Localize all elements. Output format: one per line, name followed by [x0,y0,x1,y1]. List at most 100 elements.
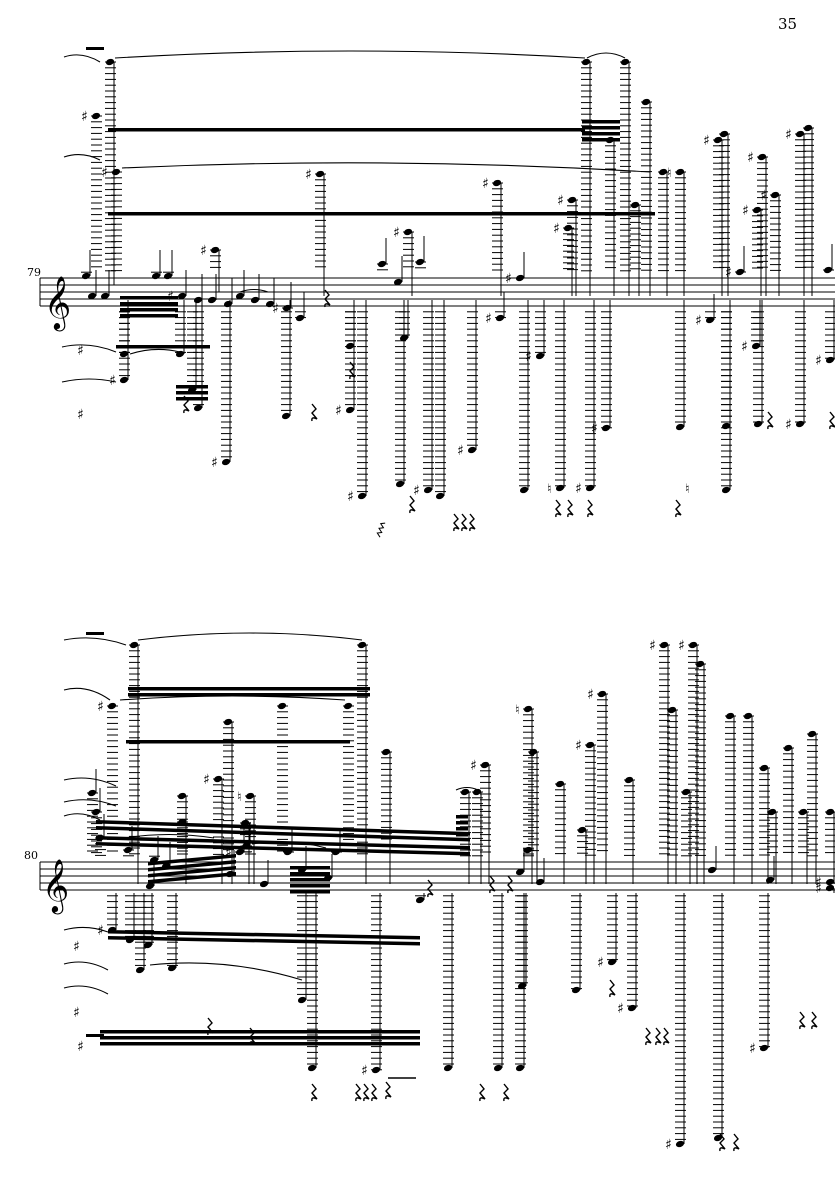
sharp-icon: ♯ [815,353,822,369]
slur [455,786,479,791]
beam [96,842,470,856]
sharp-icon: ♯ [97,923,104,939]
note-head [721,486,731,494]
rest-icon [799,1011,806,1030]
sharp-icon: ♯ [77,343,84,359]
note-head [681,788,691,796]
note-head [705,316,715,324]
beam [108,128,585,132]
sharp-icon: ♯ [101,165,108,181]
slur [61,344,117,353]
sharp-icon: ♯ [470,758,477,774]
note-head [135,966,145,974]
beam [116,345,210,349]
rest-icon [363,1083,370,1102]
natural-icon: ♮ [547,482,552,497]
note-head [235,848,245,856]
beam [96,836,470,850]
slur [63,687,111,701]
note-head [555,484,565,492]
note-head [523,705,533,713]
beam [582,120,620,124]
note-head [357,641,367,649]
notes-system-79: ♯♯♯♯♯♯♯♮♯♯♯♯♯♯♯♯♯♯♯♯♯♯♯♯♯♯♯♮♯♯♯♯♯♮♯♯ [61,47,835,538]
note-head [752,206,762,214]
sharp-icon: ♯ [73,1005,80,1021]
note-head [795,420,805,428]
slur [63,961,109,971]
sharp-icon: ♯ [272,301,279,317]
beam [100,1030,420,1034]
sharp-icon: ♯ [575,481,582,497]
beam [148,860,236,872]
note-head [641,98,651,106]
note-head [480,761,490,769]
sharp-icon: ♯ [703,133,710,149]
note-head [282,304,292,312]
staff-system-79 [39,277,835,307]
beam [290,878,330,882]
note-head [345,342,355,350]
note-head [825,878,835,886]
note-head [563,224,573,232]
rest-icon [461,513,468,532]
note-head [177,792,187,800]
note-head [759,1044,769,1052]
note-head [517,982,527,990]
note-head [759,764,769,772]
sharp-icon: ♯ [742,203,749,219]
treble-clef-80: 𝄞 [42,858,69,914]
slur [63,637,127,646]
beam [128,687,370,691]
note-head [515,274,525,282]
note-head [297,996,307,1004]
rest-icon [469,513,476,532]
note-head [177,292,187,300]
note-head [423,486,433,494]
note-head [659,641,669,649]
note-head [825,356,835,364]
beam [582,126,620,130]
sharp-icon: ♯ [553,221,560,237]
note-head [493,1064,503,1072]
sharp-icon: ♯ [211,455,218,471]
note-head [193,296,203,304]
note-head [567,196,577,204]
sharp-icon: ♯ [305,167,312,183]
note-head [807,730,817,738]
sharp-icon: ♯ [73,939,80,955]
sharp-icon: ♯ [505,271,512,287]
beam [120,296,178,300]
beam [148,872,236,884]
note-head [265,300,275,308]
note-head [675,423,685,431]
note-head [743,712,753,720]
sharp-icon: ♯ [760,188,767,204]
rest-icon [675,499,682,518]
note-head [371,1066,381,1074]
natural-icon: ♮ [685,482,690,497]
note-head [91,112,101,120]
note-head [798,808,808,816]
note-head [658,168,668,176]
note-head [177,818,187,826]
sharp-icon: ♯ [393,225,400,241]
note-head [435,492,445,500]
rest-icon [555,499,562,518]
beam [290,866,330,870]
note-head [601,424,611,432]
whole-rest-bar [86,632,104,635]
slur [114,50,586,59]
note-head [667,706,677,714]
beam [96,826,470,842]
slur [129,348,181,355]
page-number: 35 [778,15,798,33]
note-head [535,878,545,886]
note-head [223,300,233,308]
rest-icon [409,495,416,514]
note-head [393,278,403,286]
sharp-icon: ♯ [335,403,342,419]
note-head [81,272,91,280]
